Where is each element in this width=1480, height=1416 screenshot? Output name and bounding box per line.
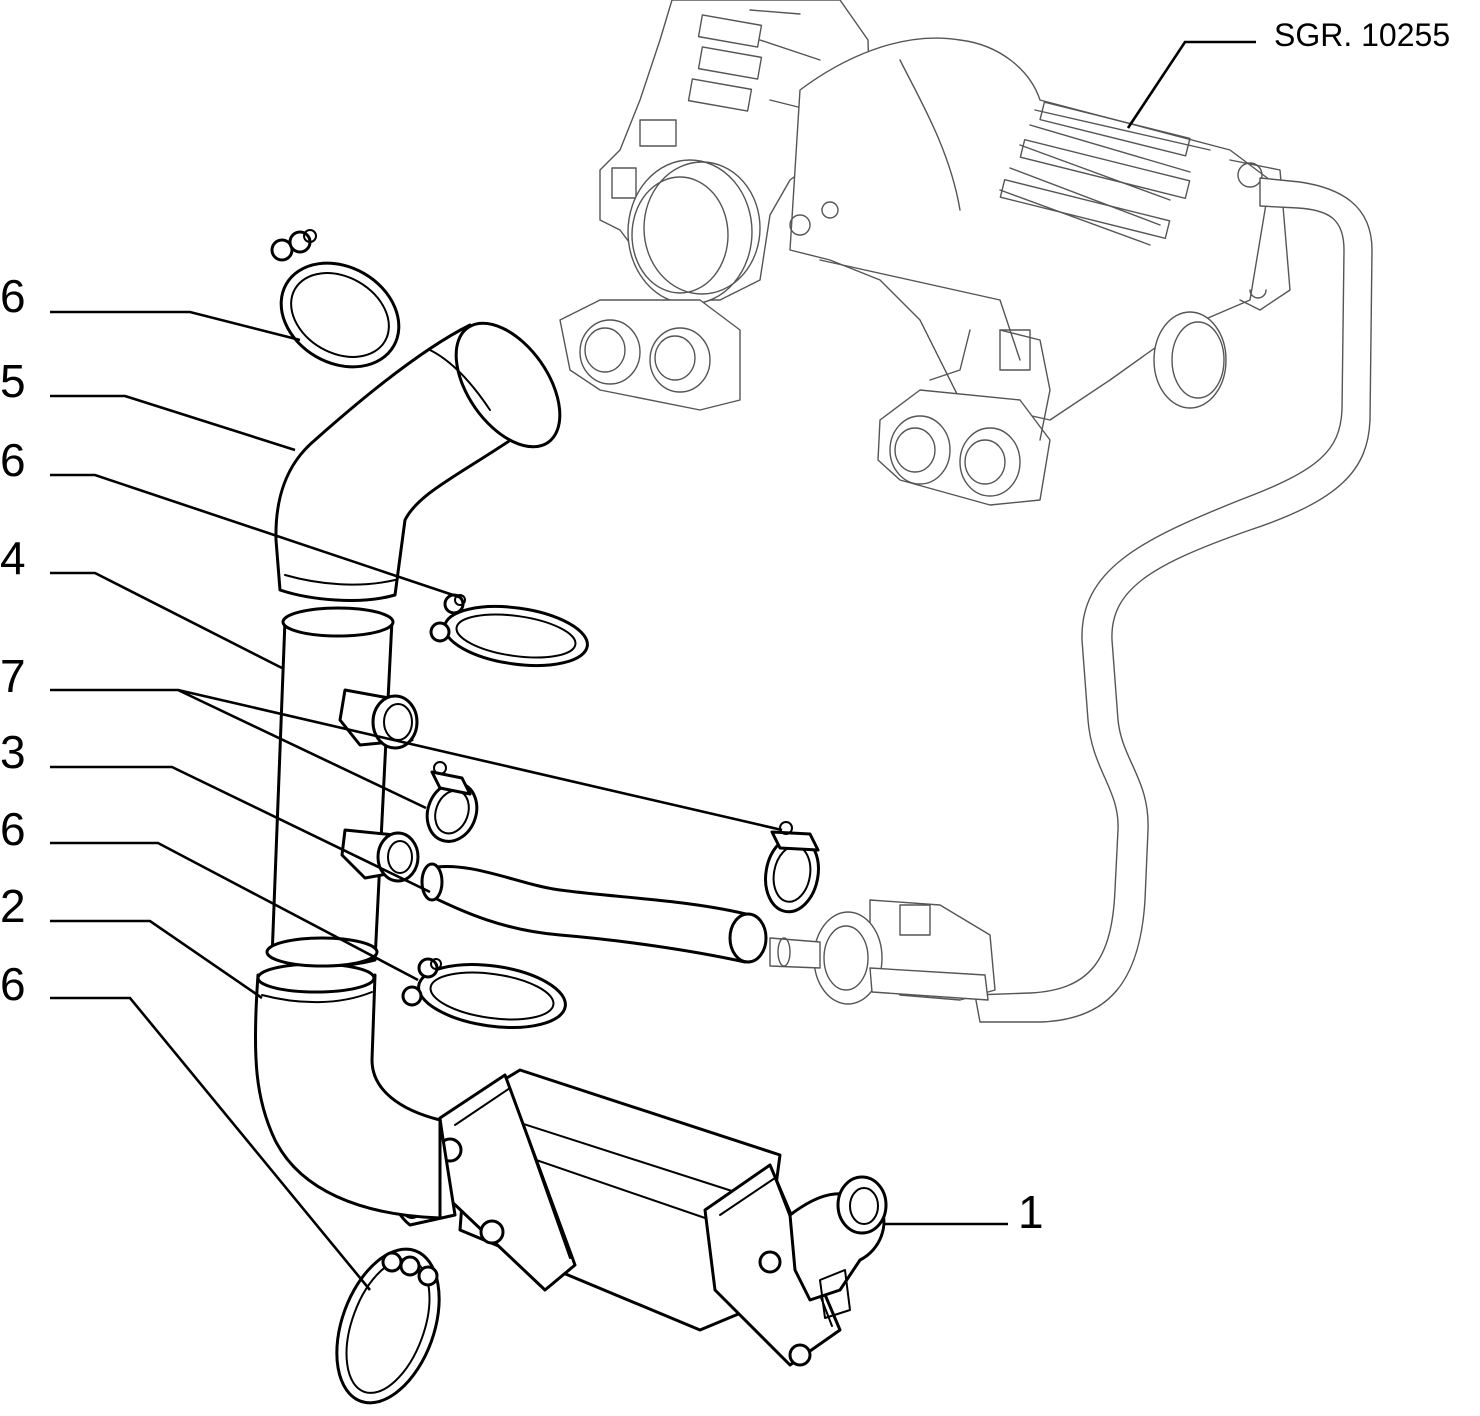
leader-6-top [50, 310, 301, 342]
leader-ref [1126, 40, 1256, 129]
leader-4 [50, 571, 283, 670]
leader-5 [50, 394, 296, 452]
hose-clamp-6-bottom [335, 1247, 441, 1405]
label-7: 7 [0, 650, 26, 702]
label-6-top: 6 [0, 270, 26, 322]
upper-elbow-hose-part-5 [274, 321, 562, 602]
label-1: 1 [1018, 1186, 1044, 1238]
label-6-upper-mid: 6 [0, 434, 26, 486]
hose-clamp-6-upper-mid [429, 593, 589, 667]
label-5: 5 [0, 355, 26, 407]
lower-elbow-hose-part-2 [253, 962, 442, 1220]
leader-6-lower-mid [50, 841, 419, 982]
hose-clamp-6-lower-mid [401, 957, 567, 1029]
leader-6-bottom [50, 996, 372, 1291]
label-6-lower-mid: 6 [0, 803, 26, 855]
label-4: 4 [0, 532, 26, 584]
leader-lines [50, 40, 1256, 1291]
label-2: 2 [0, 880, 26, 932]
intake-manifold-ghost [559, 0, 1373, 1023]
leader-2 [50, 919, 263, 1000]
label-6-bottom: 6 [0, 958, 26, 1010]
leader-7-b [177, 688, 783, 832]
reference-code: SGR. 10255 [1274, 17, 1450, 53]
label-3: 3 [0, 726, 26, 778]
callout-labels: 6 5 6 4 7 3 6 2 6 1 SGR. 10255 [0, 17, 1450, 1238]
small-clamp-7-left [425, 761, 479, 843]
small-clamp-7-right [764, 821, 820, 914]
vertical-tube-part-4 [265, 606, 420, 968]
leader-3 [50, 765, 431, 894]
hose-clamp-6-top [270, 229, 401, 369]
small-hose-part-3 [420, 862, 768, 964]
leader-6-upper-mid [50, 473, 463, 600]
intercooler-part-1 [378, 1068, 888, 1367]
